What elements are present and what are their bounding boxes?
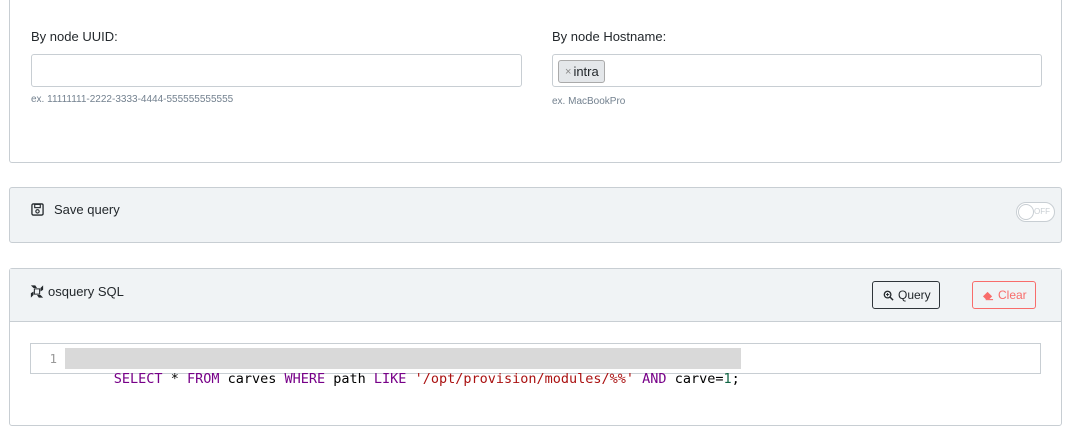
osquery-logo-icon: [30, 285, 44, 299]
code-token: path: [325, 371, 374, 387]
uuid-hint: ex. 11111111-2222-3333-4444-555555555555: [31, 94, 234, 105]
target-filter-card: By node UUID: ex. 11111111-2222-3333-444…: [9, 0, 1062, 163]
clear-button[interactable]: Clear: [972, 281, 1036, 309]
sql-card-header: osquery SQL Query Clear: [10, 269, 1061, 322]
save-query-card: Save query OFF: [9, 187, 1062, 243]
hostname-tag-label: intra: [573, 64, 599, 79]
code-token: [406, 371, 414, 387]
code-token: AND: [642, 371, 667, 387]
tag-remove-icon[interactable]: ×: [565, 65, 572, 78]
floppy-disk-icon: [30, 203, 44, 217]
hostname-tag-input[interactable]: × intra: [552, 54, 1042, 87]
uuid-label: By node UUID:: [31, 29, 118, 44]
osquery-sql-card: osquery SQL Query Clear: [9, 268, 1062, 426]
sql-code-editor[interactable]: 1 SELECT * FROM carves WHERE path LIKE '…: [30, 343, 1041, 387]
code-token: '/opt/provision/modules/%%': [414, 371, 635, 387]
code-token: LIKE: [373, 371, 407, 387]
eraser-icon: [981, 288, 995, 302]
toggle-state-label: OFF: [1034, 207, 1050, 216]
code-token: SELECT: [113, 371, 163, 387]
query-button-label: Query: [898, 288, 931, 302]
clear-button-label: Clear: [998, 288, 1027, 302]
code-token: carves: [219, 371, 285, 387]
code-token: [634, 371, 642, 387]
sql-title: osquery SQL: [30, 284, 124, 299]
line-number: 1: [31, 344, 63, 373]
code-token: *: [162, 371, 187, 387]
code-token: FROM: [186, 371, 220, 387]
code-token: WHERE: [284, 371, 326, 387]
hostname-tag: × intra: [558, 60, 605, 83]
hostname-label: By node Hostname:: [552, 29, 667, 44]
zoom-in-icon: [881, 288, 895, 302]
code-line[interactable]: SELECT * FROM carves WHERE path LIKE '/o…: [65, 348, 741, 387]
save-query-label: Save query: [54, 202, 120, 217]
save-query-header: Save query: [30, 202, 120, 217]
toggle-knob: [1018, 204, 1034, 220]
code-token: carve=: [666, 371, 724, 387]
save-query-toggle[interactable]: OFF: [1016, 202, 1055, 222]
code-token: 1: [723, 371, 732, 387]
hostname-hint: ex. MacBookPro: [552, 96, 626, 107]
code-token: ;: [731, 371, 740, 387]
sql-title-label: osquery SQL: [48, 284, 124, 299]
uuid-input[interactable]: [31, 54, 522, 87]
query-button[interactable]: Query: [872, 281, 940, 309]
